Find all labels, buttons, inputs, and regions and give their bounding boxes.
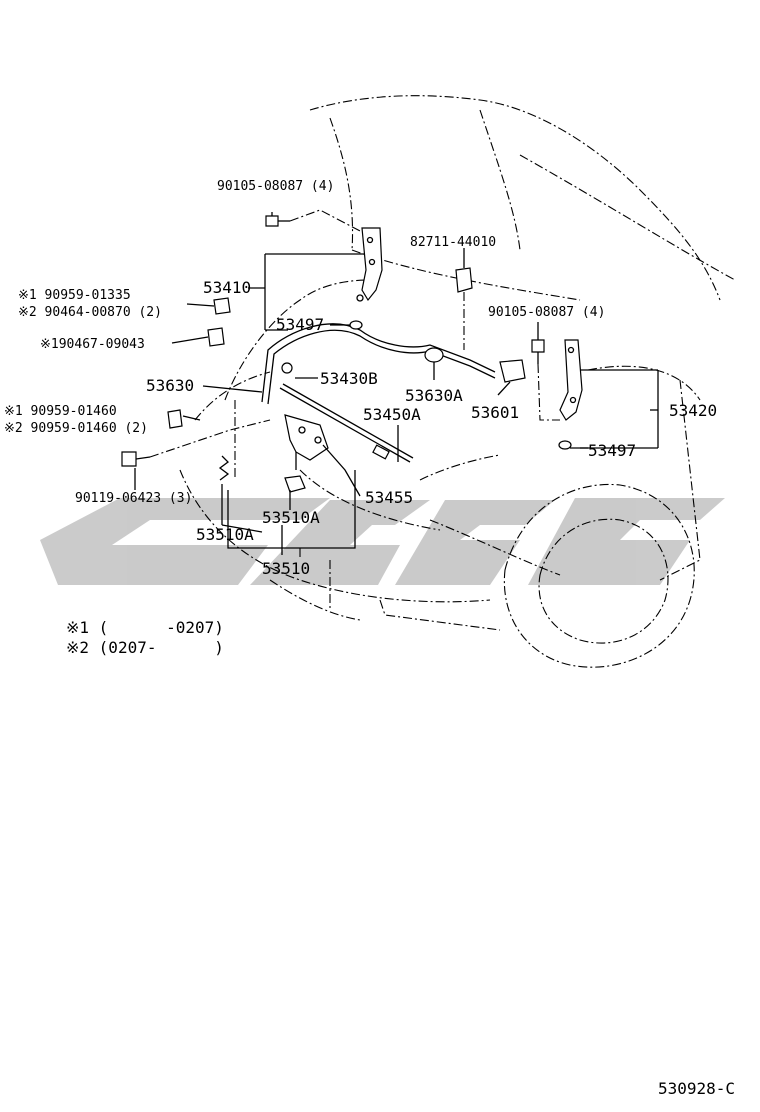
label-53497-left: 53497: [276, 315, 324, 334]
legend-line-2: ※2 (0207- ): [66, 638, 224, 657]
grommet-53630a: [424, 347, 444, 363]
cushion-53497-left: [349, 320, 363, 330]
label-note1-lower-group: ※1 90959-01460: [4, 404, 117, 419]
cable-end-53601: [499, 359, 526, 383]
legend-line-1: ※1 ( -0207): [66, 618, 224, 637]
fastener-bolt-right: [531, 339, 545, 364]
fastener-clip-82711: [455, 267, 473, 293]
watermark-logo: [40, 498, 725, 585]
clip-53455: [284, 475, 306, 493]
label-support-clip: 82711-44010: [410, 235, 496, 250]
diagram-code: 530928-C: [658, 1079, 735, 1098]
support-rod-53450a: [279, 383, 414, 463]
fastener-clip-left-1: [213, 297, 231, 315]
fastener-clip-left-3: [167, 409, 183, 429]
label-53630: 53630: [146, 376, 194, 395]
label-note1-left-group: ※1 90959-01335: [18, 288, 131, 303]
label-note2-left-group: ※2 90464-00870 (2): [18, 305, 162, 320]
label-53497-right: 53497: [588, 441, 636, 460]
label-53420: 53420: [669, 401, 717, 420]
fastener-bolt-lock: [121, 451, 151, 467]
label-note1-mid-group: ※190467-09043: [40, 337, 145, 352]
label-53510a-upper: 53510A: [262, 508, 320, 527]
fastener-clip-left-2: [207, 327, 225, 347]
hinge-left-53410: [356, 227, 383, 302]
hood-lock-53510: [284, 414, 329, 470]
label-53601: 53601: [471, 403, 519, 422]
hinge-right-53420: [559, 339, 583, 421]
label-bolt-hinge-left: 90105-08087 (4): [217, 179, 334, 194]
label-53510: 53510: [262, 559, 310, 578]
spring-53510a: [218, 455, 230, 481]
label-53450a: 53450A: [363, 405, 421, 424]
leader-lines: [134, 209, 659, 560]
retainer-53430b: [281, 362, 293, 374]
label-53410: 53410: [203, 278, 251, 297]
label-53455: 53455: [365, 488, 413, 507]
label-53630a: 53630A: [405, 386, 463, 405]
label-bolt-lock: 90119-06423 (3): [75, 491, 192, 506]
label-note2-lower-group: ※2 90959-01460 (2): [4, 421, 148, 436]
label-bolt-hinge-right: 90105-08087 (4): [488, 305, 605, 320]
cushion-53497-right: [558, 440, 572, 450]
label-53430b: 53430B: [320, 369, 378, 388]
release-cable-53630: [261, 323, 496, 405]
fastener-bolt-top: [265, 215, 290, 227]
label-53510a-lower: 53510A: [196, 525, 254, 544]
